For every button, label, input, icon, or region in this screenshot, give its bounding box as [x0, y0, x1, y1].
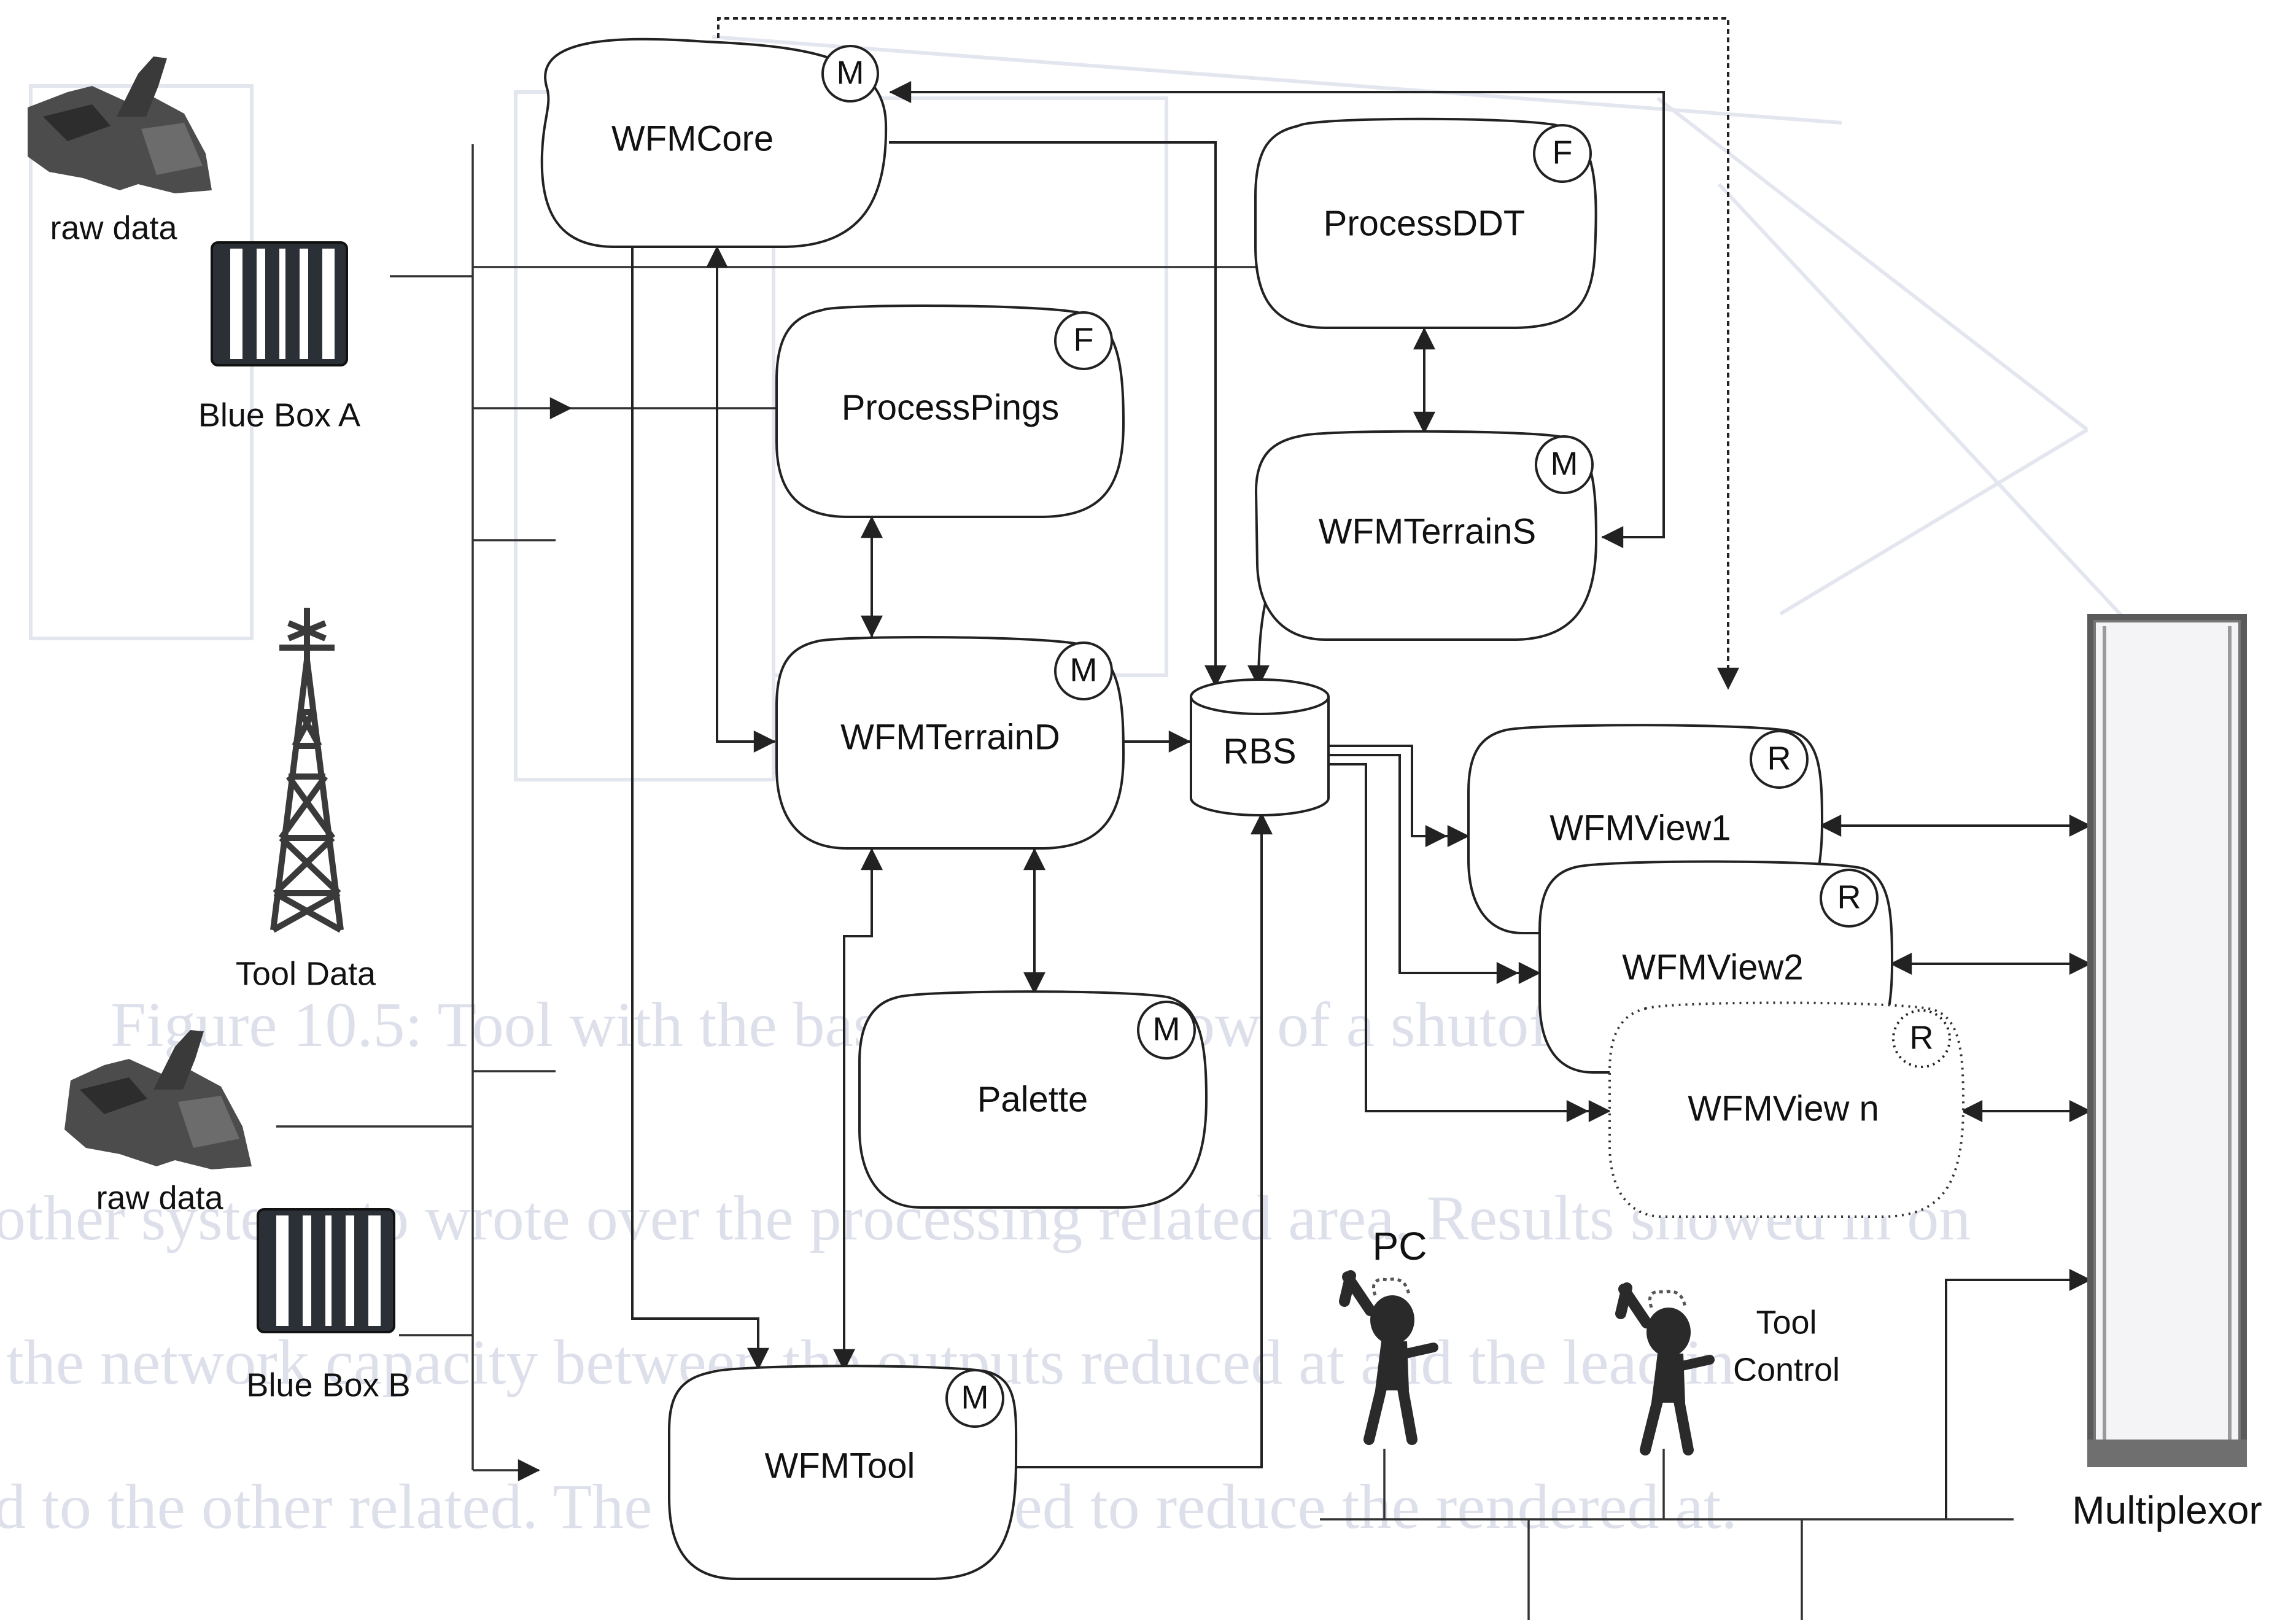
node-rbs: RBS	[1190, 678, 1330, 816]
node-label: WFMTool	[765, 1446, 915, 1486]
node-label: WFMTerrainS	[1319, 511, 1536, 551]
node-label: WFMCore	[611, 118, 774, 158]
tool-control-label-line1: Tool	[1756, 1304, 1817, 1341]
tool-control-person-icon	[1615, 1282, 1715, 1455]
bluebox-a-icon	[211, 241, 348, 366]
node-wfmcore: WFMCore M	[540, 37, 888, 248]
arrow-core-terrains	[889, 81, 1665, 548]
antenna-tower-icon	[270, 608, 344, 933]
node-wfmterraind: WFMTerrainD M	[775, 636, 1125, 850]
node-label: WFMView2	[1622, 947, 1803, 987]
bluebox-a-label: Blue Box A	[198, 397, 360, 433]
badge-fixed: F	[1074, 321, 1094, 358]
node-wfmtool: WFMTool M	[668, 1365, 1018, 1580]
pc-person-icon	[1339, 1270, 1438, 1445]
raw-data-top-label: raw data	[50, 209, 177, 246]
badge-circle	[1820, 869, 1879, 928]
node-label: WFMView1	[1549, 808, 1731, 848]
badge-circle	[1892, 1009, 1951, 1068]
arrow-terraind-tool	[833, 848, 883, 1371]
node-label: ProcessDDT	[1324, 203, 1526, 243]
badge-circle	[1137, 1001, 1196, 1060]
badge-replicated: R	[1767, 740, 1791, 777]
badge-replicated: R	[1837, 878, 1861, 915]
tool-control-label-line2: Control	[1733, 1351, 1840, 1388]
ghost-caption: Figure 10.5: Tool with the baseline and …	[111, 990, 1570, 1060]
arrow-core-to-tool	[631, 247, 769, 1370]
badge-replicated: R	[1910, 1019, 1934, 1056]
node-processddt: ProcessDDT F	[1254, 117, 1597, 329]
arrow-core-to-rbs	[889, 141, 1227, 688]
badge-mobile: M	[1070, 651, 1098, 688]
node-label: RBS	[1223, 731, 1296, 771]
badge-mobile: M	[961, 1379, 989, 1416]
node-label: ProcessPings	[842, 387, 1060, 427]
dotted-core-to-view1	[717, 17, 1739, 690]
badge-circle	[821, 45, 879, 103]
arrow-core-terraind	[706, 246, 776, 753]
arrow-tool-to-rbs	[1016, 812, 1273, 1468]
bluebox-b-icon	[257, 1208, 395, 1333]
node-wfmterrains: WFMTerrainS M	[1254, 430, 1598, 641]
arrow-rbs-to-view1	[1329, 745, 1470, 847]
radar-icon-top	[28, 56, 212, 193]
raw-data-bottom-label: raw data	[96, 1179, 223, 1216]
bluebox-b-label: Blue Box B	[246, 1366, 410, 1403]
node-label: WFMTerrainD	[840, 717, 1060, 757]
badge-circle	[1533, 124, 1592, 183]
badge-mobile: M	[837, 54, 864, 91]
badge-circle	[1535, 435, 1594, 494]
badge-mobile: M	[1153, 1010, 1181, 1047]
pc-label: PC	[1373, 1224, 1427, 1268]
multiplexor-label: Multiplexor	[2072, 1488, 2262, 1532]
multiplexor: Multiplexor	[2072, 614, 2262, 1532]
node-processpings: ProcessPings F	[775, 304, 1125, 518]
node-label: WFMView n	[1688, 1088, 1879, 1128]
arrow-rbs-to-view2	[1329, 754, 1541, 984]
badge-circle	[1054, 311, 1113, 370]
tool-data-label: Tool Data	[236, 955, 376, 992]
node-wfmviewn: WFMView n R	[1608, 1001, 1965, 1218]
badge-fixed: F	[1553, 134, 1573, 171]
arrow-rbs-to-viewn	[1329, 763, 1611, 1122]
arrow-control-to-multiplexor	[1945, 1269, 2092, 1519]
radar-icon-bottom	[64, 1030, 252, 1169]
node-label: Palette	[977, 1079, 1088, 1119]
badge-mobile: M	[1551, 445, 1578, 482]
badge-circle	[945, 1369, 1004, 1428]
badge-circle	[1750, 730, 1809, 789]
node-palette: Palette M	[858, 990, 1208, 1209]
badge-circle	[1054, 641, 1113, 700]
